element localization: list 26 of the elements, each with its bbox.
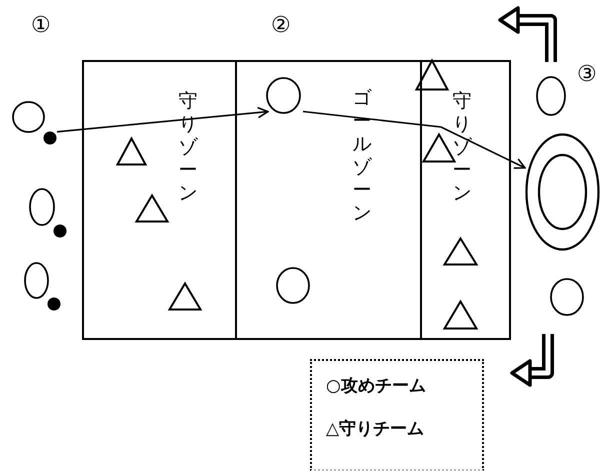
player-with-ball-drawing xyxy=(29,188,67,238)
player-triangle xyxy=(116,137,147,166)
zone-label: ゴールゾーン xyxy=(352,87,373,225)
player-circle xyxy=(536,76,566,116)
player-triangle xyxy=(443,237,478,266)
legend-entry: ○攻めチーム xyxy=(326,375,427,397)
circled-number: ② xyxy=(271,14,291,38)
player-with-ball-drawing xyxy=(12,101,57,145)
player-triangle xyxy=(168,282,202,311)
arrow xyxy=(302,110,526,169)
player-triangle xyxy=(135,194,169,223)
zone-label: 守りゾーン xyxy=(452,90,473,205)
player-triangle xyxy=(422,133,456,163)
player-triangle xyxy=(443,300,478,330)
player-circle xyxy=(266,77,301,114)
goal-ellipse xyxy=(525,133,600,251)
zone-box xyxy=(420,60,511,340)
zone-box xyxy=(82,60,237,340)
player-triangle xyxy=(415,59,449,91)
legend-entry: △守りチーム xyxy=(326,418,426,440)
player-circle xyxy=(550,278,584,316)
player-with-ball-drawing xyxy=(24,262,61,311)
zone-box xyxy=(235,60,422,340)
circled-number: ③ xyxy=(577,63,597,87)
circled-number: ① xyxy=(31,14,51,38)
player-circle xyxy=(276,267,310,304)
